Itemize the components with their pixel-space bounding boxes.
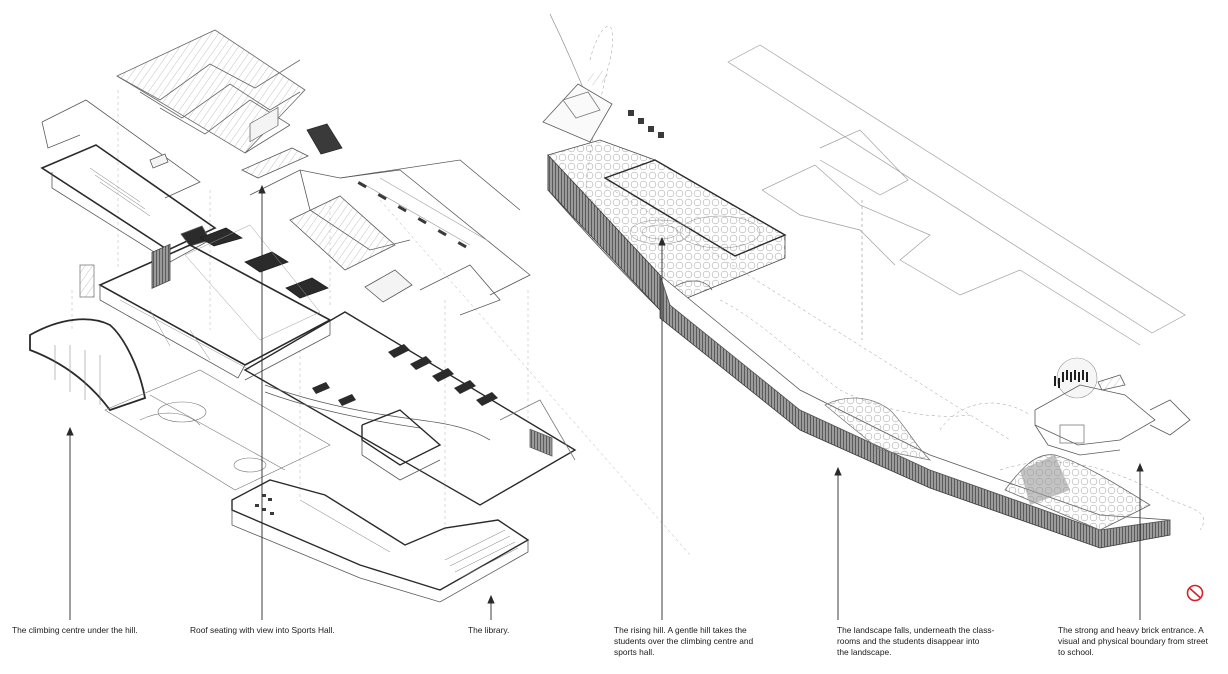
roof-dash-skylights bbox=[357, 181, 467, 249]
climbing-centre-shell bbox=[29, 318, 147, 412]
folded-roof bbox=[116, 29, 306, 154]
ground-floor-plan bbox=[104, 369, 331, 491]
hill-pavilion bbox=[542, 70, 664, 143]
leader-lines bbox=[66, 184, 495, 620]
roof-skylight-dark bbox=[306, 123, 343, 155]
classrooms-block bbox=[243, 311, 577, 506]
upper-left-wing bbox=[40, 99, 217, 263]
right-leader-lines bbox=[658, 236, 1144, 620]
brick-entrance-building bbox=[1034, 357, 1191, 456]
caption-rising-hill: The rising hill. A gentle hill takes the… bbox=[614, 625, 754, 657]
descending-landscape bbox=[659, 273, 1171, 549]
roof-seating-platform bbox=[241, 147, 309, 179]
site-outline bbox=[727, 44, 1186, 346]
caption-climbing-centre: The climbing centre under the hill. bbox=[12, 625, 138, 635]
caption-library: The library. bbox=[468, 625, 510, 635]
caption-landscape-falls: The landscape falls, underneath the clas… bbox=[837, 625, 995, 657]
right-landscape-axonometric bbox=[542, 13, 1204, 620]
upper-right-building bbox=[249, 159, 531, 316]
library-wing bbox=[231, 479, 530, 603]
no-entry-icon bbox=[1186, 584, 1204, 602]
sports-hall bbox=[79, 224, 332, 381]
dark-skylight-panels bbox=[199, 227, 329, 299]
caption-brick-entrance: The strong and heavy brick entrance. A v… bbox=[1058, 625, 1208, 657]
caption-roof-seating: Roof seating with view into Sports Hall. bbox=[190, 625, 335, 635]
alignment-lines bbox=[71, 90, 691, 556]
rising-hill bbox=[547, 139, 787, 312]
left-exploded-axonometric bbox=[29, 29, 691, 620]
